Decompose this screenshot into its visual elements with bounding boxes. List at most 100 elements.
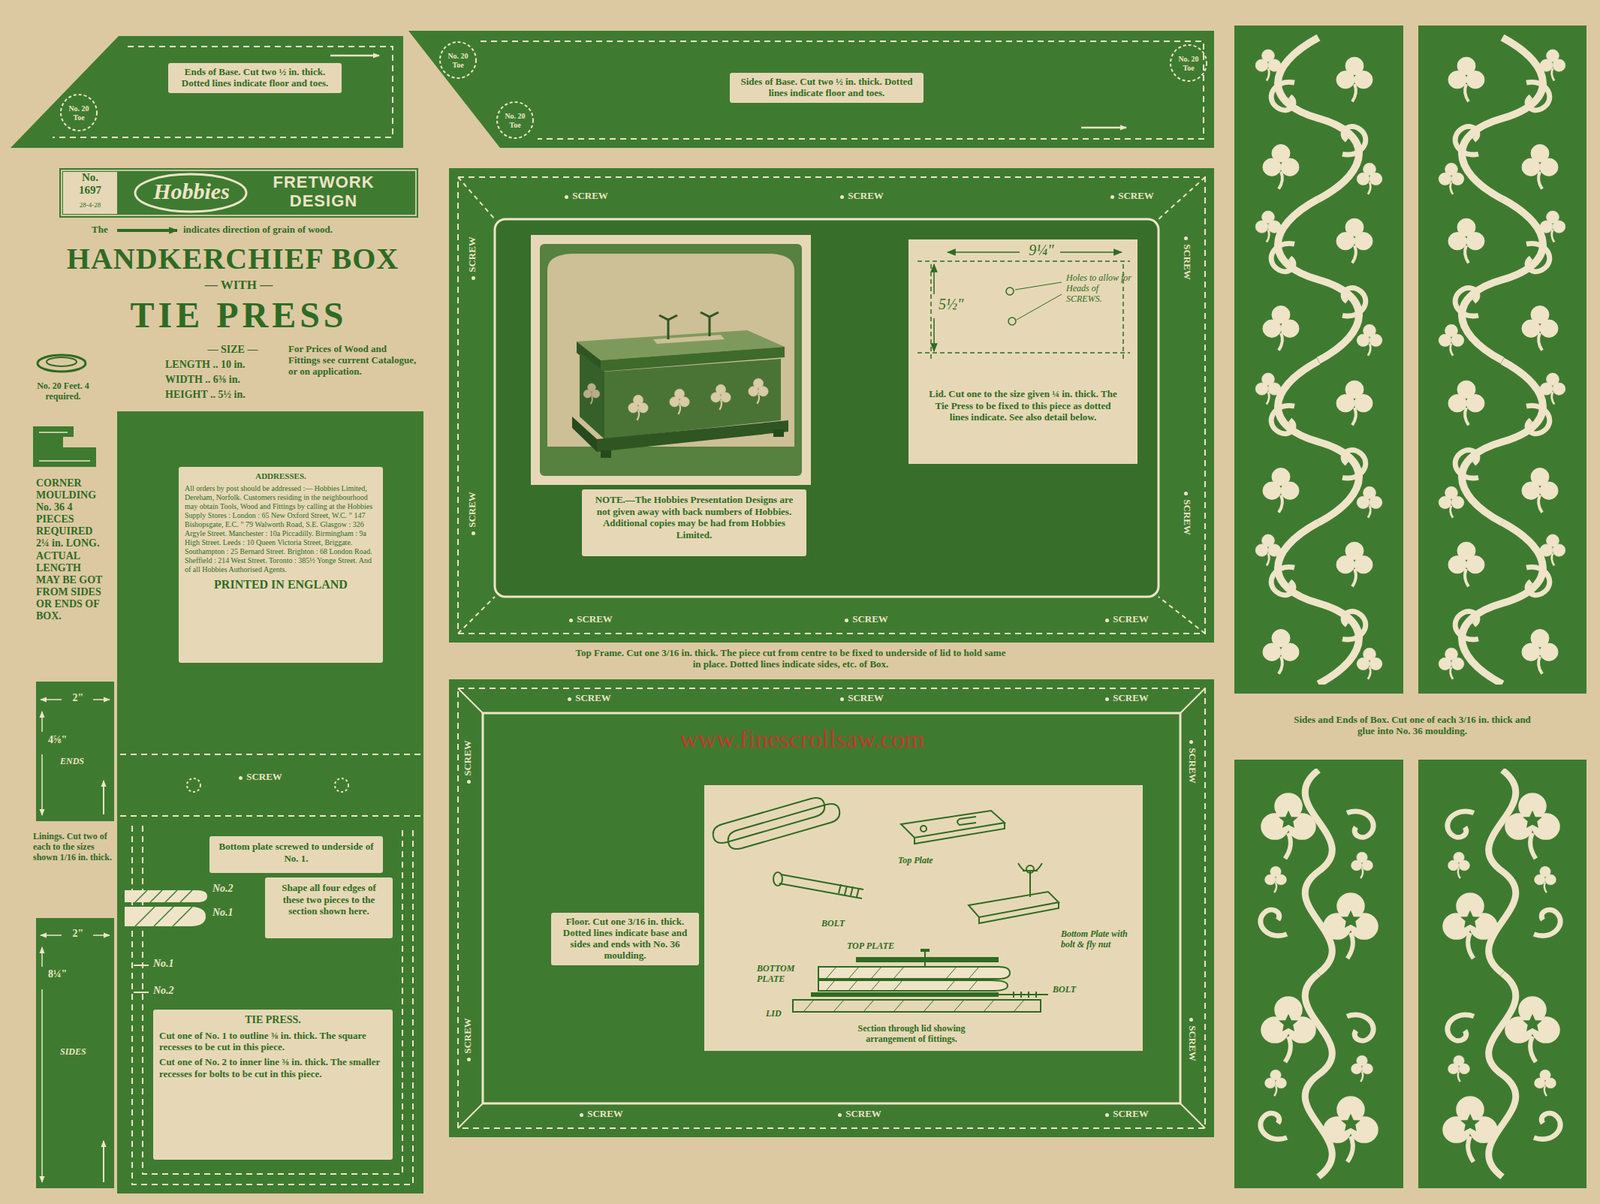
- tie-press-panel-shape: [117, 411, 424, 1194]
- fretwork-panels: [1260, 770, 1378, 1178]
- box-photograph: [600, 450, 612, 459]
- piece-note: Sides and Ends of Box. Cut one of each 3…: [1288, 714, 1537, 738]
- part-name: BOLT: [821, 919, 855, 930]
- note-text: NOTE.—The Hobbies Presentation Designs a…: [587, 494, 801, 541]
- tie-press-box: TIE PRESS.Cut one of No. 1 to outline ⅜ …: [153, 1009, 393, 1161]
- screw-label: SCREW: [1186, 732, 1198, 793]
- fittings-drawing: [920, 949, 930, 953]
- lid-diagram: [933, 318, 935, 352]
- fretwork-panels: [1418, 25, 1587, 694]
- text-block: Shape all four edges of these two pieces…: [265, 877, 393, 926]
- size-value: WIDTH .. 6⅜ in.: [165, 373, 286, 386]
- toe-number: No. 20 Toe: [63, 104, 94, 122]
- moulding-icon: [33, 426, 97, 468]
- fittings-drawing: [779, 874, 864, 899]
- fittings-drawing: [968, 891, 1059, 924]
- piece-note: Lid. Cut one to the size given ¼ in. thi…: [925, 388, 1121, 424]
- box-photograph: [596, 420, 789, 452]
- fittings-drawing: [792, 1000, 1041, 1013]
- annotation: Holes to allow for Heads of SCREWS.: [1066, 273, 1134, 305]
- lining-pieces: [102, 1141, 105, 1183]
- base-end-shape: [10, 36, 404, 148]
- lining-pieces: [40, 934, 62, 937]
- fretwork-panels: [1234, 759, 1404, 1189]
- fretwork-panels: [1260, 770, 1378, 974]
- fittings-drawing: [810, 992, 999, 998]
- floor-shape: [482, 713, 1181, 1104]
- base-end-piece: Ends of Base. Cut two ½ in. thick. Dotte…: [10, 36, 404, 148]
- size-value: HEIGHT .. 5½ in.: [165, 388, 286, 401]
- box-photograph: [669, 388, 690, 415]
- top-frame-piece: SCREWSCREWSCREWSCREWSCREWSCREWSCREWSCREW…: [448, 168, 1215, 643]
- lining-pieces: [102, 780, 105, 815]
- base-side-shape: [1081, 126, 1127, 130]
- tie-press-panel-shape: [186, 778, 201, 793]
- screw-label: SCREW: [1181, 228, 1193, 289]
- box-heading: TIE PRESS.: [159, 1014, 387, 1028]
- lining-pieces: [93, 699, 110, 701]
- fretwork-panels: [1255, 198, 1383, 361]
- piece-note: Floor. Cut one 3/16 in. thick. Dotted li…: [551, 912, 700, 966]
- base-side-piece: Sides of Base. Cut two ½ in. thick. Dott…: [408, 30, 1215, 148]
- lid-diagram: [908, 239, 1138, 465]
- address-box: ADDRESSES. All orders by post should be a…: [178, 467, 383, 663]
- lining-pieces: [93, 934, 110, 937]
- lining-pieces: [41, 754, 43, 816]
- screw-label: SCREW: [831, 190, 892, 202]
- screw-label: SCREW: [1096, 1108, 1158, 1121]
- fretwork-panels: [1255, 37, 1383, 684]
- tie-press-panel-shape: [117, 411, 424, 1194]
- screw-label: SCREW: [829, 1108, 890, 1121]
- grain-arrow: [117, 229, 178, 233]
- fittings-drawing: [920, 825, 927, 832]
- lining-pieces: [36, 681, 115, 822]
- fittings-drawing: [900, 810, 1005, 844]
- tie-press-panel-shape: [133, 965, 149, 993]
- fretwork-panels: [1260, 973, 1378, 1178]
- base-end-shape: [52, 46, 393, 138]
- piece-note: Sides of Base. Cut two ½ in. thick. Dott…: [729, 72, 924, 103]
- tie-press-panel-shape: [120, 754, 421, 817]
- box-photograph: [659, 312, 719, 320]
- box-photograph: [583, 383, 600, 404]
- lining-pieces: [41, 711, 43, 733]
- fretwork-panels: [1443, 770, 1561, 1178]
- fretwork-panels: [1438, 361, 1566, 523]
- screw-label: SCREW: [230, 771, 291, 784]
- feet-icon: [46, 357, 77, 367]
- address-text: All orders by post should be addressed :…: [184, 484, 377, 575]
- screw-label: SCREW: [836, 614, 897, 626]
- fretwork-panels: [1438, 522, 1566, 684]
- box-photograph: [628, 394, 648, 421]
- box-photograph: [572, 416, 597, 452]
- price-note: For Prices of Wood and Fittings see curr…: [288, 343, 420, 378]
- lining-pieces: [36, 681, 115, 1189]
- subtitle: — WITH —: [59, 277, 419, 293]
- instruction-text: Shape all four edges of these two pieces…: [271, 882, 387, 918]
- screw-label: SCREW: [1096, 693, 1158, 705]
- text-block: TIE PRESS.Cut one of No. 1 to outline ⅜ …: [153, 1009, 393, 1088]
- screw-label: SCREW: [1181, 483, 1193, 544]
- top-frame-shape: [458, 177, 1206, 634]
- fittings-drawing: [704, 785, 1143, 1052]
- header-banner-shape: [59, 168, 419, 218]
- screw-label: SCREW: [1186, 1009, 1198, 1070]
- fretwork-panels: [1234, 25, 1587, 1189]
- box-heading: ADDRESSES.: [184, 471, 377, 482]
- tie-press-panel-shape: [124, 906, 206, 927]
- fittings-drawing: [855, 957, 999, 963]
- fittings-drawing: [957, 816, 977, 826]
- note-box: NOTE.—The Hobbies Presentation Designs a…: [581, 489, 807, 557]
- lid-diagram: [1015, 282, 1062, 320]
- design-date: 28-4-28: [63, 201, 118, 209]
- tie-press-panel: SCREW ADDRESSES. All orders by post should…: [117, 411, 424, 1194]
- text-block: NOTE.—The Hobbies Presentation Designs a…: [581, 489, 807, 549]
- screw-label: SCREW: [559, 693, 620, 705]
- size-value: LENGTH .. 10 in.: [165, 358, 286, 371]
- lid-diagram: [1006, 287, 1014, 296]
- box-photograph: [748, 378, 769, 404]
- fittings-drawing: [713, 798, 1059, 1013]
- header-banner-shape: [61, 170, 416, 216]
- moulding-note: CORNER MOULDING No. 36 4 PIECES REQUIRED…: [36, 477, 107, 623]
- fretwork-panels: [1234, 25, 1404, 694]
